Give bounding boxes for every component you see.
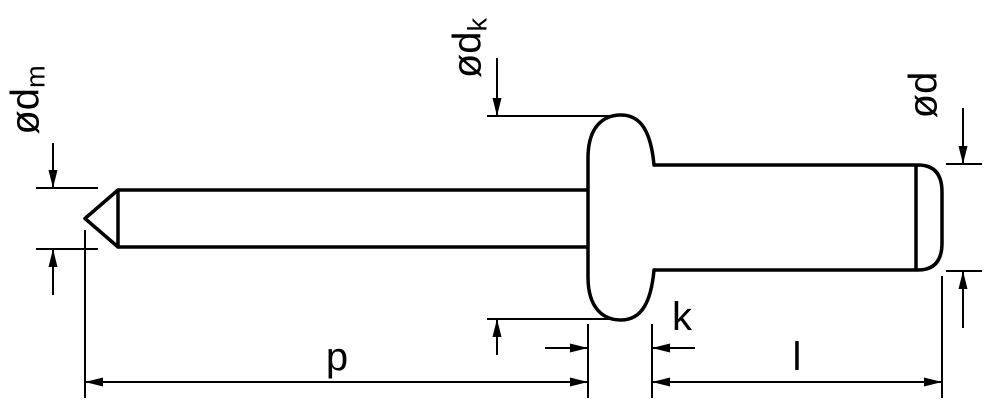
arrowhead — [492, 319, 502, 337]
arrowhead — [492, 98, 502, 116]
label-mandrel-diameter-subscript: m — [19, 65, 51, 88]
rivet-mandrel — [83, 188, 590, 249]
arrowhead — [85, 377, 103, 387]
label-body-diameter: ød — [901, 71, 946, 119]
label-body-diameter-symbol: ød — [901, 71, 946, 119]
label-mandrel-diameter: ødm — [3, 65, 51, 135]
arrowhead — [652, 377, 670, 387]
dim-head-thickness-k — [545, 324, 695, 398]
arrowhead — [570, 343, 588, 353]
label-head-diameter-symbol: ød — [445, 31, 490, 79]
arrowhead — [652, 343, 670, 353]
arrowhead — [924, 377, 942, 387]
label-head-diameter: ødk — [445, 17, 493, 79]
dim-body-diameter — [946, 108, 982, 328]
arrowhead — [958, 271, 968, 289]
body-outline — [650, 163, 944, 272]
rivet-body — [650, 163, 944, 272]
rivet-head — [586, 113, 656, 322]
arrowhead — [958, 146, 968, 164]
dim-head-diameter — [487, 58, 615, 355]
label-body-length-l: l — [792, 335, 802, 379]
body-fill — [652, 165, 942, 270]
dim-mandrel-length-p — [84, 230, 589, 398]
dim-mandrel-diameter — [36, 143, 98, 295]
head-fill — [588, 115, 654, 320]
dim-body-length-l — [652, 276, 943, 398]
head-outline — [586, 113, 656, 322]
label-head-diameter-subscript: k — [461, 17, 493, 32]
label-head-thickness-k: k — [672, 295, 692, 339]
arrowhead — [48, 249, 58, 267]
label-mandrel-diameter-symbol: ød — [3, 87, 48, 135]
arrowhead — [48, 170, 58, 188]
arrowhead — [570, 377, 588, 387]
mandrel-outline — [83, 188, 590, 249]
label-mandrel-length-p: p — [325, 335, 349, 379]
